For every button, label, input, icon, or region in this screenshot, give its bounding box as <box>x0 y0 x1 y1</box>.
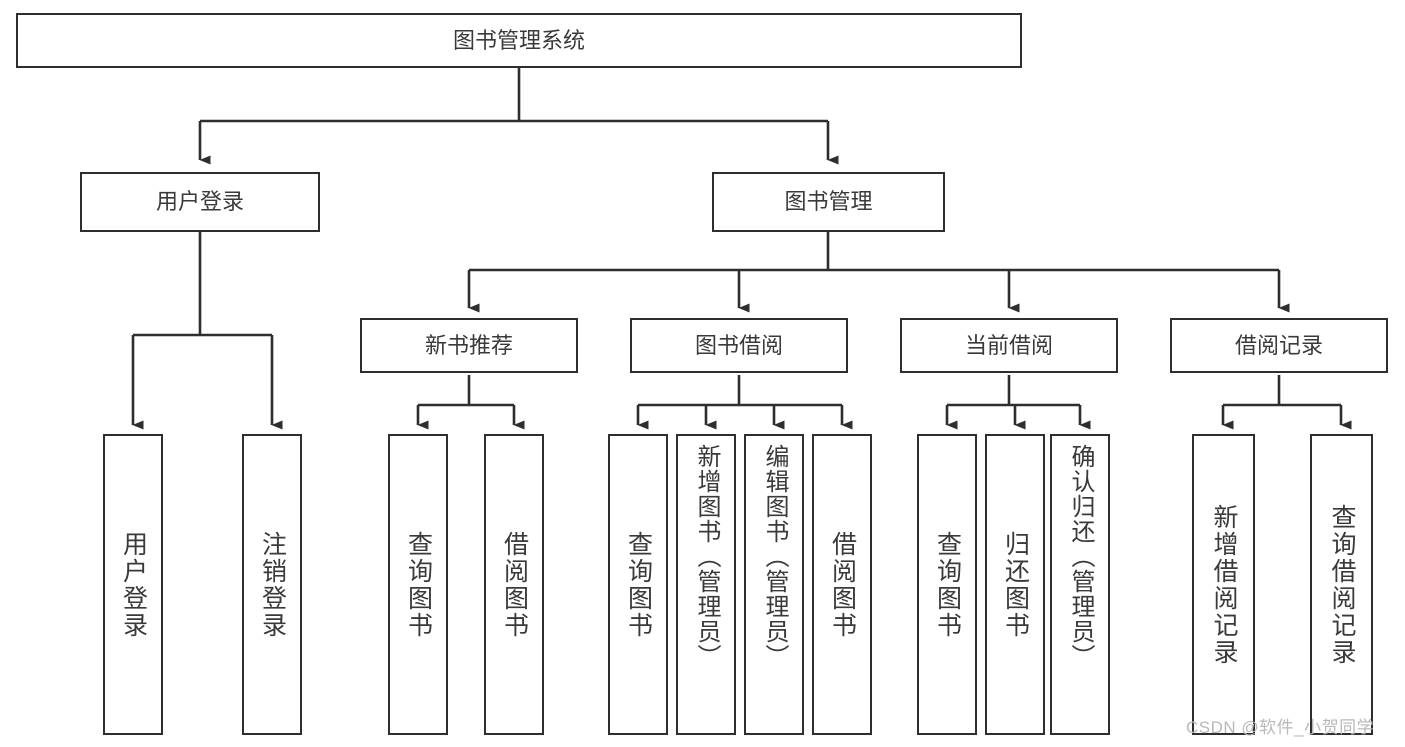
node-current-borrow-label: 当前借阅 <box>964 332 1053 358</box>
node-new-book-recommend-label: 新书推荐 <box>424 332 513 358</box>
leaf-bb-add-book-admin[interactable]: 新增图书（管理员） <box>676 434 736 735</box>
leaf-bb-edit-book-admin[interactable]: 编辑图书（管理员） <box>744 434 804 735</box>
leaf-user-login-label: 用户登录 <box>119 530 148 639</box>
leaf-br-query-record-label: 查询借阅记录 <box>1328 503 1356 666</box>
leaf-bb-add-book-admin-label: 新增图书（管理员） <box>693 444 720 669</box>
node-borrow-record[interactable]: 借阅记录 <box>1170 318 1388 373</box>
node-user-login-label: 用户登录 <box>155 189 244 215</box>
leaf-logout[interactable]: 注销登录 <box>242 434 302 735</box>
leaf-bb-borrow-book[interactable]: 借阅图书 <box>812 434 872 735</box>
node-book-management[interactable]: 图书管理 <box>712 172 945 232</box>
node-root-system-label: 图书管理系统 <box>452 27 585 53</box>
leaf-br-add-record[interactable]: 新增借阅记录 <box>1192 434 1255 735</box>
leaf-logout-label: 注销登录 <box>258 530 287 639</box>
node-book-management-label: 图书管理 <box>784 189 873 215</box>
leaf-cb-query-book[interactable]: 查询图书 <box>917 434 977 735</box>
leaf-bb-edit-book-admin-label: 编辑图书（管理员） <box>761 444 788 669</box>
node-book-borrow-label: 图书借阅 <box>694 332 783 358</box>
leaf-nb-borrow-book-label: 借阅图书 <box>500 530 529 639</box>
node-root-system[interactable]: 图书管理系统 <box>16 13 1022 68</box>
leaf-cb-confirm-return-admin[interactable]: 确认归还（管理员） <box>1050 434 1110 735</box>
csdn-watermark: CSDN @软件_小贺同学 <box>1186 718 1375 737</box>
leaf-cb-query-book-label: 查询图书 <box>933 530 962 639</box>
node-book-borrow[interactable]: 图书借阅 <box>630 318 848 373</box>
node-current-borrow[interactable]: 当前借阅 <box>900 318 1118 373</box>
node-new-book-recommend[interactable]: 新书推荐 <box>360 318 578 373</box>
leaf-user-login[interactable]: 用户登录 <box>103 434 163 735</box>
leaf-nb-query-book-label: 查询图书 <box>404 530 433 639</box>
leaf-bb-query-book[interactable]: 查询图书 <box>608 434 668 735</box>
node-user-login[interactable]: 用户登录 <box>80 172 320 232</box>
leaf-nb-query-book[interactable]: 查询图书 <box>388 434 448 735</box>
leaf-bb-query-book-label: 查询图书 <box>624 530 653 639</box>
leaf-br-add-record-label: 新增借阅记录 <box>1210 503 1238 666</box>
leaf-cb-confirm-return-admin-label: 确认归还（管理员） <box>1067 444 1094 669</box>
leaf-cb-return-book[interactable]: 归还图书 <box>985 434 1045 735</box>
leaf-nb-borrow-book[interactable]: 借阅图书 <box>484 434 544 735</box>
leaf-cb-return-book-label: 归还图书 <box>1001 530 1030 639</box>
leaf-br-query-record[interactable]: 查询借阅记录 <box>1310 434 1373 735</box>
leaf-bb-borrow-book-label: 借阅图书 <box>828 530 857 639</box>
node-borrow-record-label: 借阅记录 <box>1234 332 1323 358</box>
